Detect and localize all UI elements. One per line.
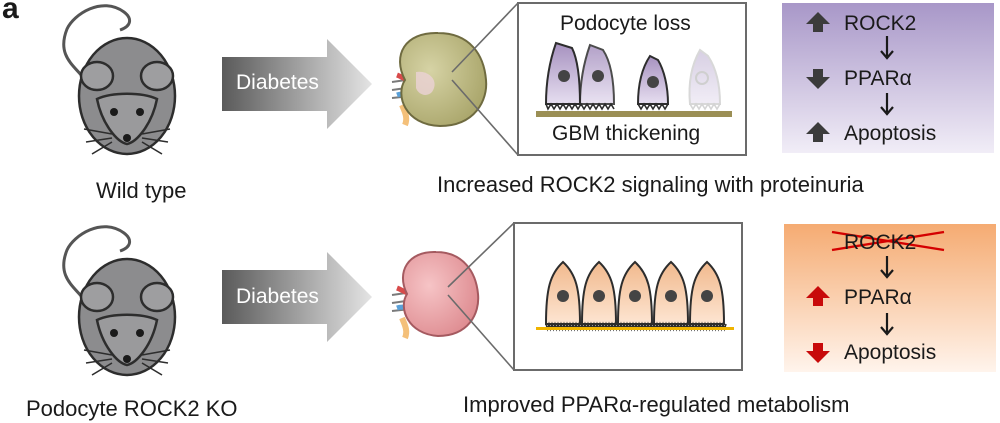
ko-pathway-ppara: PPARα [844,286,912,309]
ko-up-arrow-icon-1 [806,286,830,306]
podocyte-nucleus [701,290,713,302]
wt-caption: Increased ROCK2 signaling with proteinur… [437,172,864,197]
ko-zoom-line-bottom [447,294,515,371]
wt-up-arrow-icon-2 [806,122,830,142]
podocyte-nucleus [629,290,641,302]
panel-letter: a [2,0,19,25]
wt-pathway-ppara: PPARα [844,67,912,90]
podocyte-foot-processes [545,321,583,332]
wt-pathway-rock2: ROCK2 [844,12,917,35]
podocyte-foot-processes [581,321,619,332]
wt-pathway-apoptosis: Apoptosis [844,122,937,145]
ko-down-arrow-icon-2 [806,343,830,363]
podocyte-foot-processes [653,321,691,332]
podocyte-foot-processes [617,321,655,332]
ko-caption: Improved PPARα-regulated metabolism [463,392,850,417]
ko-gbm-thin [536,327,734,330]
ko-podocytes [544,260,727,332]
wt-down-arrow-icon-1 [806,69,830,89]
wt-diabetes-label: Diabetes [236,71,319,94]
ko-diabetes-label: Diabetes [236,285,319,308]
ko-rock2-strike-2 [831,230,945,252]
ko-pathway-apoptosis: Apoptosis [844,341,937,364]
ko-mouse [62,225,177,377]
ko-kidney [391,250,480,340]
podocyte-nucleus [593,290,605,302]
wt-up-arrow-icon-0 [806,12,830,32]
ko-pathway-rock2: ROCK2 [844,231,917,254]
ko-genotype-label: Podocyte ROCK2 KO [26,396,238,421]
wt-zoom-line-top [451,2,519,73]
wt-genotype-label: Wild type [96,178,187,203]
wt-gbm-thick [536,111,732,117]
podocyte-nucleus [665,290,677,302]
wt-podocytes [544,41,722,111]
ko-pathway-arrows [880,256,894,336]
wt-pathway-arrows [880,36,894,116]
podocyte-nucleus [557,290,569,302]
wt-inset-bottom-label: GBM thickening [552,122,701,145]
ko-zoom-line-top [447,222,515,288]
wt-zoom-line-bottom [451,79,519,156]
wt-kidney [391,31,488,128]
podocyte-foot-processes [689,321,727,332]
wt-mouse [62,4,177,156]
wt-inset-top-label: Podocyte loss [560,12,691,35]
